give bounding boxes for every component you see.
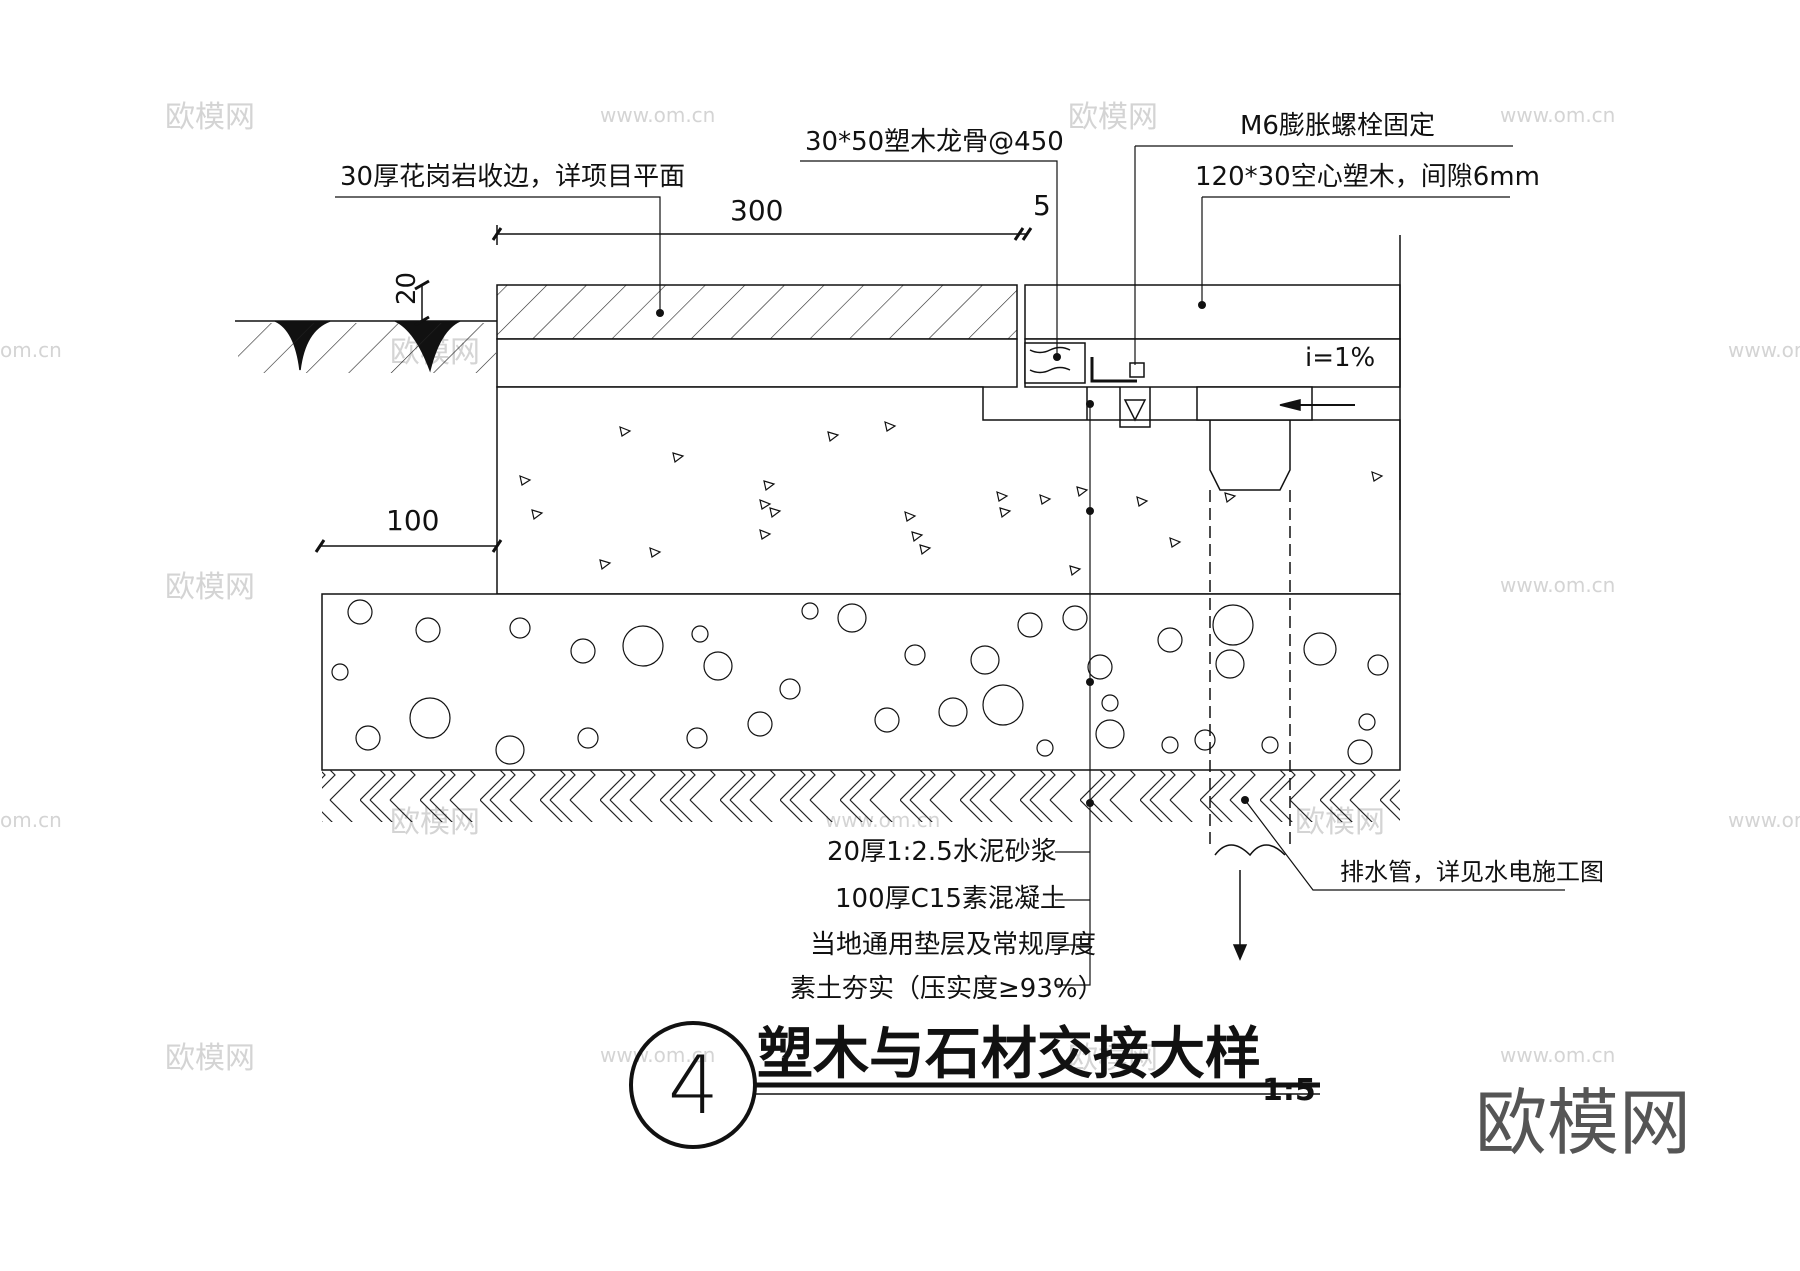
- granite-edge-block: [496, 284, 1018, 340]
- label-bolt: M6膨胀螺栓固定: [1240, 111, 1435, 141]
- title-scale: 1:5: [1262, 1073, 1316, 1108]
- watermark-url: om.cn: [0, 338, 62, 362]
- watermark-cn: 欧模网: [1068, 1041, 1158, 1076]
- leader-dots: [656, 301, 1249, 807]
- drain-assembly: [1196, 386, 1355, 961]
- deck-structure: [1024, 235, 1401, 520]
- gravel-cushion-layer: [321, 593, 1401, 771]
- watermark-url: www.om.cn: [1500, 1043, 1615, 1067]
- gravel-stones: [331, 599, 1389, 765]
- keel-section: [1024, 342, 1086, 384]
- dim-100: 100: [386, 504, 439, 537]
- title-block: 4 塑木与石材交接大样 1:5: [629, 1021, 1320, 1149]
- watermark-url: www.om.cn: [1500, 573, 1615, 597]
- layer-label-leaders: [1055, 851, 1090, 946]
- label-soil: 素土夯实（压实度≥93%）: [790, 974, 1104, 1004]
- watermark-cn: 欧模网: [165, 100, 255, 135]
- label-granite-edge: 30厚花岗岩收边，详项目平面: [340, 162, 685, 192]
- bolt-head: [1129, 362, 1145, 378]
- label-keel: 30*50塑木龙骨@450: [805, 127, 1064, 157]
- watermark-url: www.om.cn: [1728, 808, 1800, 832]
- dimension-lines: [314, 225, 1033, 553]
- mortar-strip: [496, 338, 1018, 388]
- compacted-soil-layer: [322, 770, 1400, 822]
- watermark-url: www.om.cn: [600, 1043, 715, 1067]
- label-drain: 排水管，详见水电施工图: [1340, 858, 1604, 886]
- dim-20: 20: [392, 272, 422, 305]
- watermark-url: www.om.cn: [1728, 338, 1800, 362]
- label-cushion: 当地通用垫层及常规厚度: [810, 930, 1096, 960]
- leader-lines: [335, 145, 1565, 986]
- aggregate-marks: [519, 421, 1384, 577]
- watermark-cn: 欧模网: [165, 570, 255, 605]
- watermark-url: www.om.cn: [600, 103, 715, 127]
- title-number: 4: [668, 1039, 719, 1132]
- ground-surface: [235, 320, 497, 373]
- title-text: 塑木与石材交接大样: [757, 1022, 1261, 1087]
- watermark-url: om.cn: [0, 808, 62, 832]
- label-slope: i=1%: [1305, 343, 1375, 373]
- dim-5: 5: [1033, 189, 1051, 222]
- watermark-cn: 欧模网: [1068, 100, 1158, 135]
- label-deck: 120*30空心塑木，间隙6mm: [1195, 162, 1540, 192]
- watermark-cn: 欧模网: [165, 1041, 255, 1076]
- dim-300: 300: [730, 194, 783, 227]
- watermark-logo: 欧模网: [1475, 1081, 1691, 1165]
- label-concrete: 100厚C15素混凝土: [835, 884, 1066, 914]
- watermark-url: www.om.cn: [1500, 103, 1615, 127]
- label-mortar: 20厚1:2.5水泥砂浆: [827, 837, 1057, 867]
